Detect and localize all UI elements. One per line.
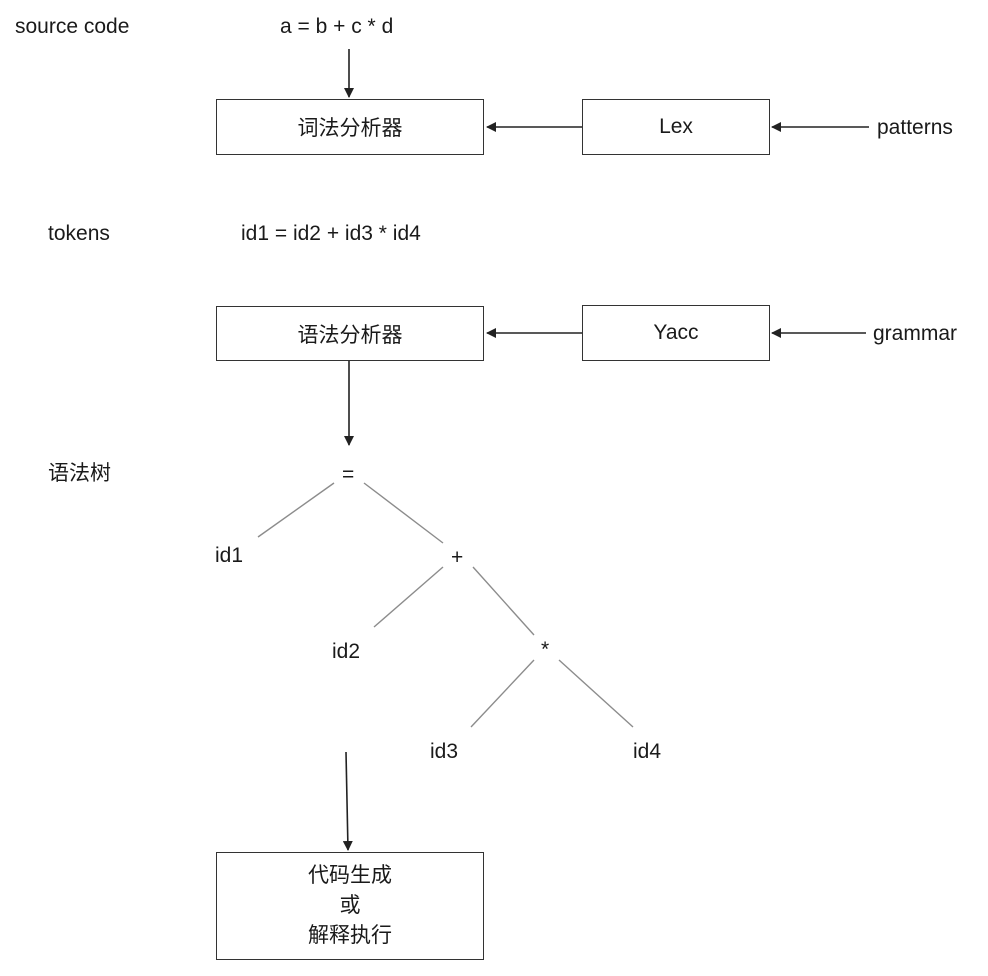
backend-box-line-2: 或 bbox=[339, 894, 361, 917]
tree-node-id2: id2 bbox=[332, 640, 361, 663]
arrow-tree-to-backend bbox=[342, 751, 353, 851]
lexer-box: 词法分析器 bbox=[216, 99, 484, 155]
tree-edge-eq-plus bbox=[363, 482, 444, 544]
tree-node-star: * bbox=[541, 638, 550, 661]
tree-node-id3: id3 bbox=[430, 740, 459, 763]
tree-edge-plus-star bbox=[472, 566, 535, 636]
yacc-tool-box-label: Yacc bbox=[653, 321, 699, 344]
yacc-tool-box: Yacc bbox=[582, 305, 770, 361]
label-patterns: patterns bbox=[877, 116, 953, 139]
label-syntax-tree: 语法树 bbox=[48, 462, 111, 485]
tree-node-id4: id4 bbox=[633, 740, 662, 763]
lex-tool-box-label: Lex bbox=[659, 115, 693, 138]
backend-box-line-3: 解释执行 bbox=[308, 924, 392, 947]
parser-box: 语法分析器 bbox=[216, 306, 484, 361]
label-tokens: tokens bbox=[48, 222, 110, 245]
backend-box-line-1: 代码生成 bbox=[308, 864, 392, 887]
lex-tool-box: Lex bbox=[582, 99, 770, 155]
backend-box: 代码生成 或 解释执行 bbox=[216, 852, 484, 960]
tree-edge-eq-id1 bbox=[257, 482, 335, 538]
tree-edge-star-id3 bbox=[470, 659, 535, 728]
tree-node-plus: + bbox=[451, 546, 464, 569]
tree-edge-plus-id2 bbox=[373, 566, 444, 628]
tree-node-root-assign: = bbox=[342, 463, 355, 486]
tree-edge-star-id4 bbox=[558, 659, 634, 728]
label-grammar: grammar bbox=[873, 322, 958, 345]
lexer-box-label: 词法分析器 bbox=[297, 117, 403, 140]
parser-box-label: 语法分析器 bbox=[297, 323, 403, 347]
source-expression: a = b + c * d bbox=[280, 15, 394, 38]
label-source-code: source code bbox=[15, 15, 130, 38]
tokens-expression: id1 = id2 + id3 * id4 bbox=[241, 222, 421, 245]
tree-node-id1: id1 bbox=[215, 544, 244, 567]
